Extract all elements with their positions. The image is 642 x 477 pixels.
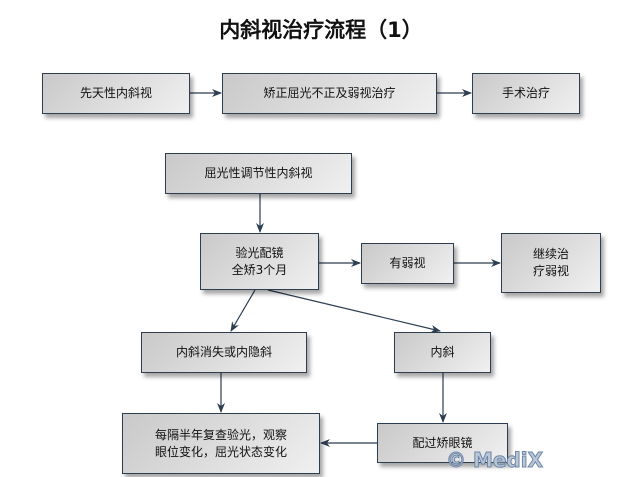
node-label: 疗弱视 (532, 264, 569, 278)
arrow-glasses-to-disappear (230, 289, 256, 332)
node-label: 先天性内斜视 (79, 86, 152, 100)
node-overcorrect: 配过矫眼镜 (377, 423, 508, 463)
node-label: 手术治疗 (501, 86, 550, 100)
node-label: 全矫3个月 (231, 262, 288, 277)
node-disappear: 内斜消失或内隐斜 (141, 332, 307, 373)
node-label: 有弱视 (389, 256, 426, 270)
node-label: 验光配镜 (235, 245, 284, 260)
node-label: 继续治 (532, 247, 569, 261)
node-correct-refraction: 矫正屈光不正及弱视治疗 (222, 73, 437, 114)
node-amblyopia: 有弱视 (361, 243, 454, 284)
arrow-glasses-to-esotropia (267, 289, 441, 333)
node-label: 配过矫眼镜 (412, 435, 473, 450)
node-label: 屈光性调节性内斜视 (204, 166, 313, 180)
node-continue-treatment: 继续治疗弱视 (501, 233, 601, 293)
node-label: 矫正屈光不正及弱视治疗 (263, 86, 396, 100)
node-congenital: 先天性内斜视 (42, 73, 190, 114)
node-recheck: 每隔半年复查验光，观察眼位变化，屈光状态变化 (122, 413, 320, 474)
node-label: 内斜消失或内隐斜 (175, 345, 272, 359)
watermark-logo: © MediX (445, 448, 544, 473)
node-label: 眼位变化，屈光状态变化 (154, 444, 287, 459)
node-label: 内斜 (430, 345, 455, 359)
node-accommodative: 屈光性调节性内斜视 (165, 153, 352, 194)
node-esotropia: 内斜 (394, 332, 491, 373)
node-glasses: 验光配镜全矫3个月 (200, 233, 319, 290)
page-title: 内斜视治疗流程（1） (219, 18, 423, 42)
node-surgery: 手术治疗 (472, 73, 580, 114)
node-label: 每隔半年复查验光，观察 (154, 427, 287, 442)
